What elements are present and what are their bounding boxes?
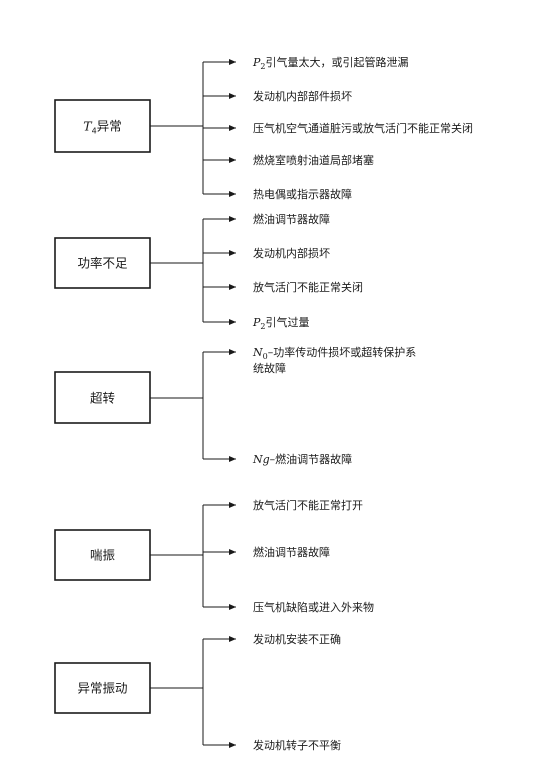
label-run: 热电偶或指示器故障 xyxy=(253,187,352,201)
cause-label: 放气活门不能正常打开 xyxy=(253,498,363,512)
cause-label: 压气机空气通道脏污或放气活门不能正常关闭 xyxy=(253,121,473,135)
cause-label: 发动机转子不平衡 xyxy=(253,738,341,752)
fault-group-t4-abnormal: T4异常P2引气量太大，或引起管路泄漏发动机内部部件损坏压气机空气通道脏污或放气… xyxy=(54,55,473,201)
fault-box xyxy=(54,99,151,153)
cause-label: 发动机内部部件损坏 xyxy=(253,89,352,103)
label-run: 引气过量 xyxy=(266,315,310,329)
fault-box-label: 功率不足 xyxy=(77,256,128,271)
fault-box-label-subscript: 4 xyxy=(92,127,97,136)
label-run: 统故障 xyxy=(253,361,286,375)
label-run: 压气机空气通道脏污或放气活门不能正常关闭 xyxy=(253,121,473,135)
label-run: N xyxy=(252,346,263,359)
label-run: 放气活门不能正常关闭 xyxy=(253,280,363,294)
label-run: 发动机转子不平衡 xyxy=(253,738,341,752)
label-run: 0 xyxy=(263,352,268,361)
cause-label: 发动机安装不正确 xyxy=(253,632,341,646)
label-run: 压气机缺陷或进入外来物 xyxy=(253,600,374,614)
label-run: 放气活门不能正常打开 xyxy=(253,498,363,512)
fault-box-label: 超转 xyxy=(90,391,115,406)
fault-box-label-main: 功率不足 xyxy=(77,256,128,271)
cause-label: P2引气量太大，或引起管路泄漏 xyxy=(252,55,409,71)
label-run: 引气量太大，或引起管路泄漏 xyxy=(266,55,409,69)
label-run: 发动机内部部件损坏 xyxy=(253,89,352,103)
label-run: –功率传动件损坏或超转保护系 xyxy=(268,345,417,359)
fault-box-label-main: 喘振 xyxy=(90,548,116,563)
fault-box-label-rest: 异常 xyxy=(97,119,122,134)
cause-label: 发动机内部损坏 xyxy=(253,246,330,260)
fault-box-label-main: T xyxy=(83,119,93,134)
label-run: 发动机安装不正确 xyxy=(253,632,341,646)
cause-label: N0–功率传动件损坏或超转保护系 xyxy=(252,345,416,361)
cause-label: Ng–燃油调节器故障 xyxy=(252,452,352,466)
label-run: P xyxy=(252,316,261,329)
cause-label: 热电偶或指示器故障 xyxy=(253,187,352,201)
cause-label: 压气机缺陷或进入外来物 xyxy=(253,600,374,614)
label-run: 2 xyxy=(260,62,265,71)
label-run: 燃烧室喷射油道局部堵塞 xyxy=(253,153,374,167)
cause-label: 燃油调节器故障 xyxy=(253,212,330,226)
cause-label: 燃烧室喷射油道局部堵塞 xyxy=(253,153,374,167)
fault-box-label: 喘振 xyxy=(90,548,116,563)
label-run: P xyxy=(252,56,261,69)
fault-box xyxy=(54,662,151,714)
label-run: Ng xyxy=(252,453,270,466)
cause-label: 放气活门不能正常关闭 xyxy=(253,280,363,294)
label-run: –燃油调节器故障 xyxy=(270,452,353,466)
fault-box xyxy=(54,371,151,424)
label-run: 燃油调节器故障 xyxy=(253,545,330,559)
label-run: 燃油调节器故障 xyxy=(253,212,330,226)
fault-box-label-main: 超转 xyxy=(90,391,115,406)
fault-box xyxy=(54,237,151,289)
cause-label: 统故障 xyxy=(253,361,286,375)
label-run: 发动机内部损坏 xyxy=(253,246,330,260)
fault-box-label: T4异常 xyxy=(83,119,121,136)
fault-box-label-main: 异常振动 xyxy=(77,681,127,696)
label-run: 2 xyxy=(260,322,265,331)
fault-box xyxy=(54,529,151,581)
cause-label: 燃油调节器故障 xyxy=(253,545,330,559)
cause-label: P2引气过量 xyxy=(252,315,310,331)
fault-box-label: 异常振动 xyxy=(77,681,127,696)
